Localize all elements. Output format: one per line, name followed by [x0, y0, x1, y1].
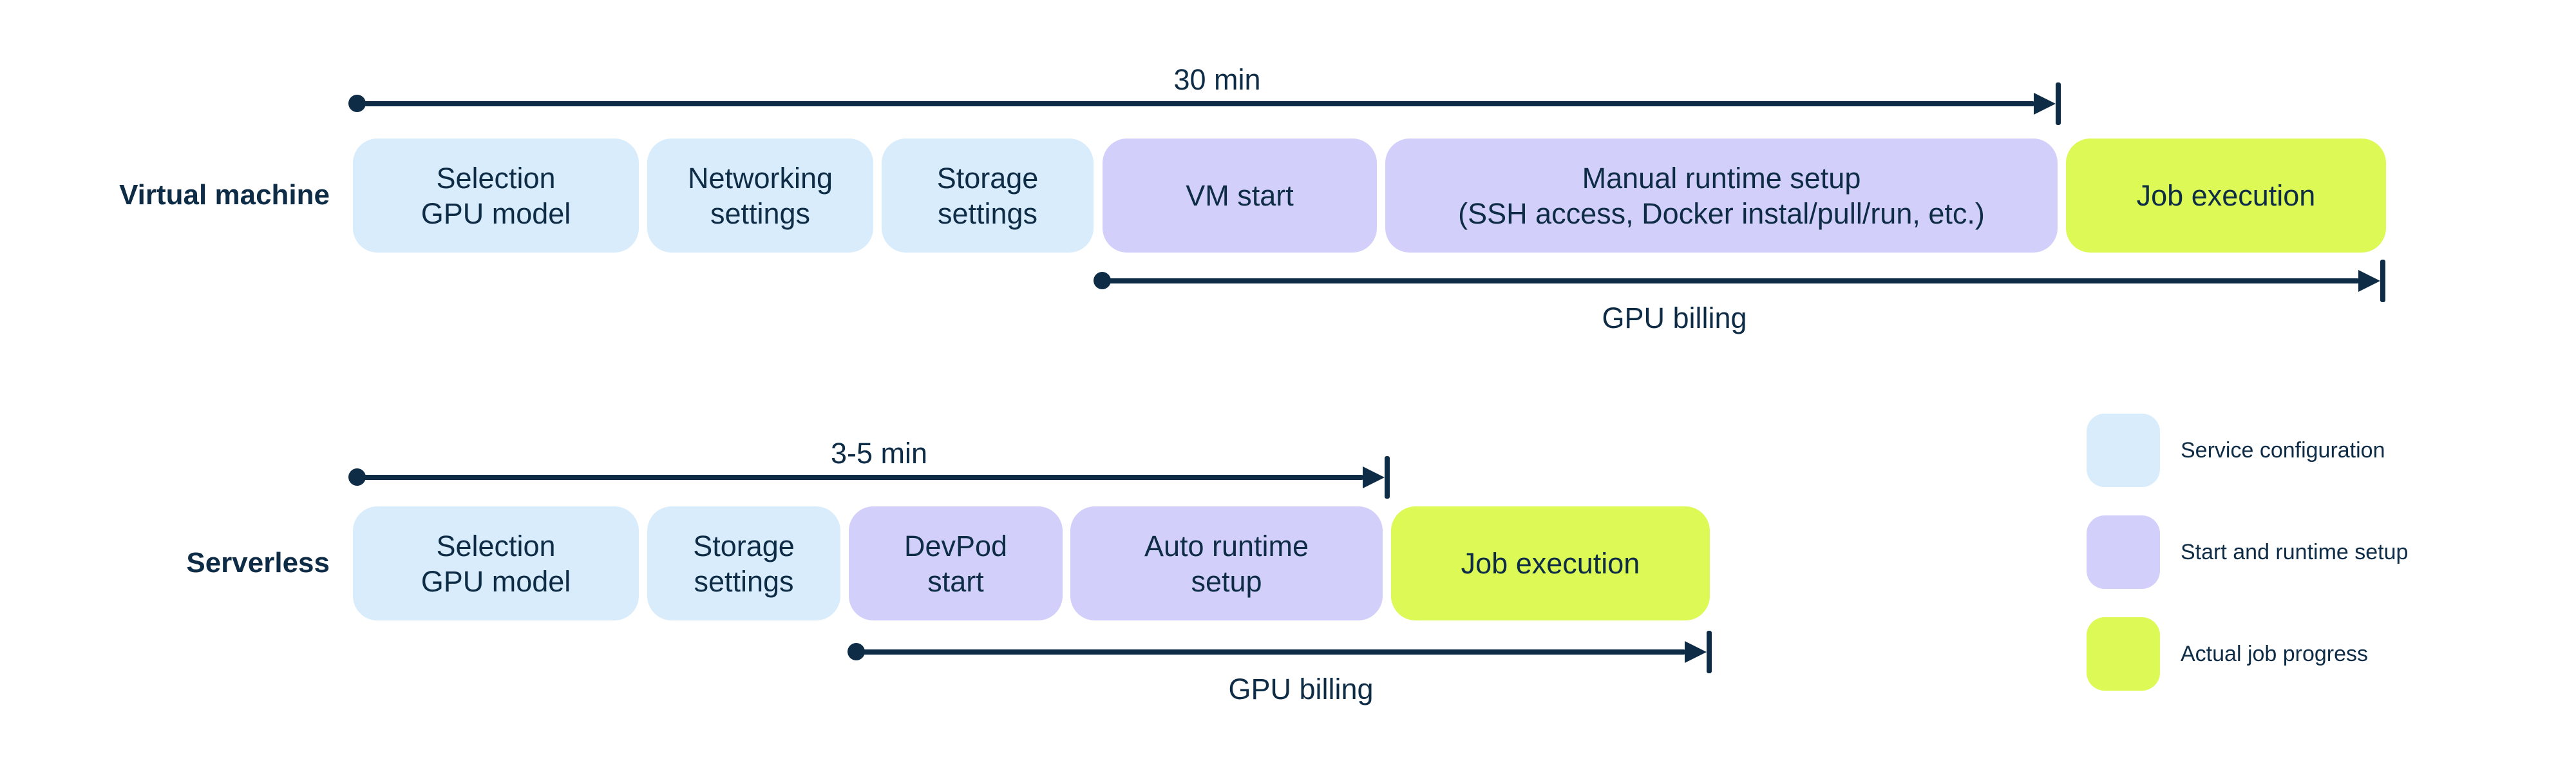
arrow-end-bar [1707, 631, 1712, 673]
legend-label-service-configuration: Service configuration [2181, 438, 2385, 463]
serverless-billing-label: GPU billing [1228, 673, 1374, 705]
legend-swatch-service-configuration [2087, 414, 2160, 487]
stage-box-storage-settings: Storage settings [882, 139, 1094, 253]
stage-box-devpod-start: DevPod start [849, 506, 1063, 620]
stage-box-networking-settings: Networking settings [647, 139, 873, 253]
row-label-virtual-machine: Virtual machine [119, 179, 330, 211]
arrow-line [357, 475, 1364, 480]
arrow-end-bar [2380, 260, 2385, 302]
stage-box-manual-runtime-setup: Manual runtime setup (SSH access, Docker… [1385, 139, 2058, 253]
stage-box-selection-gpu-model: Selection GPU model [353, 139, 639, 253]
legend-swatch-actual-job-progress [2087, 617, 2160, 691]
arrow-line [857, 649, 1686, 655]
serverless-duration-label: 3-5 min [830, 437, 928, 470]
arrow-head-icon [1363, 466, 1385, 488]
arrow-head-icon [1685, 641, 1707, 663]
stage-box-selection-gpu-model: Selection GPU model [353, 506, 639, 620]
vm-duration-label: 30 min [1173, 63, 1261, 96]
arrow-line [357, 101, 2035, 106]
stage-box-storage-settings: Storage settings [647, 506, 840, 620]
arrow-line [1103, 278, 2360, 283]
legend-label-start-runtime-setup: Start and runtime setup [2181, 540, 2409, 564]
stage-box-job-execution-vm: Job execution [2066, 139, 2386, 253]
arrow-head-icon [2034, 93, 2056, 115]
legend-swatch-start-runtime-setup [2087, 515, 2160, 589]
stage-box-auto-runtime-setup: Auto runtime setup [1070, 506, 1383, 620]
stage-box-job-execution-serverless: Job execution [1391, 506, 1710, 620]
stage-box-vm-start: VM start [1103, 139, 1377, 253]
arrow-end-bar [1385, 456, 1390, 499]
arrow-head-icon [2358, 270, 2380, 292]
vm-billing-label: GPU billing [1602, 302, 1747, 334]
row-label-serverless: Serverless [186, 547, 330, 579]
arrow-end-bar [2056, 82, 2061, 125]
legend-label-actual-job-progress: Actual job progress [2181, 642, 2369, 666]
